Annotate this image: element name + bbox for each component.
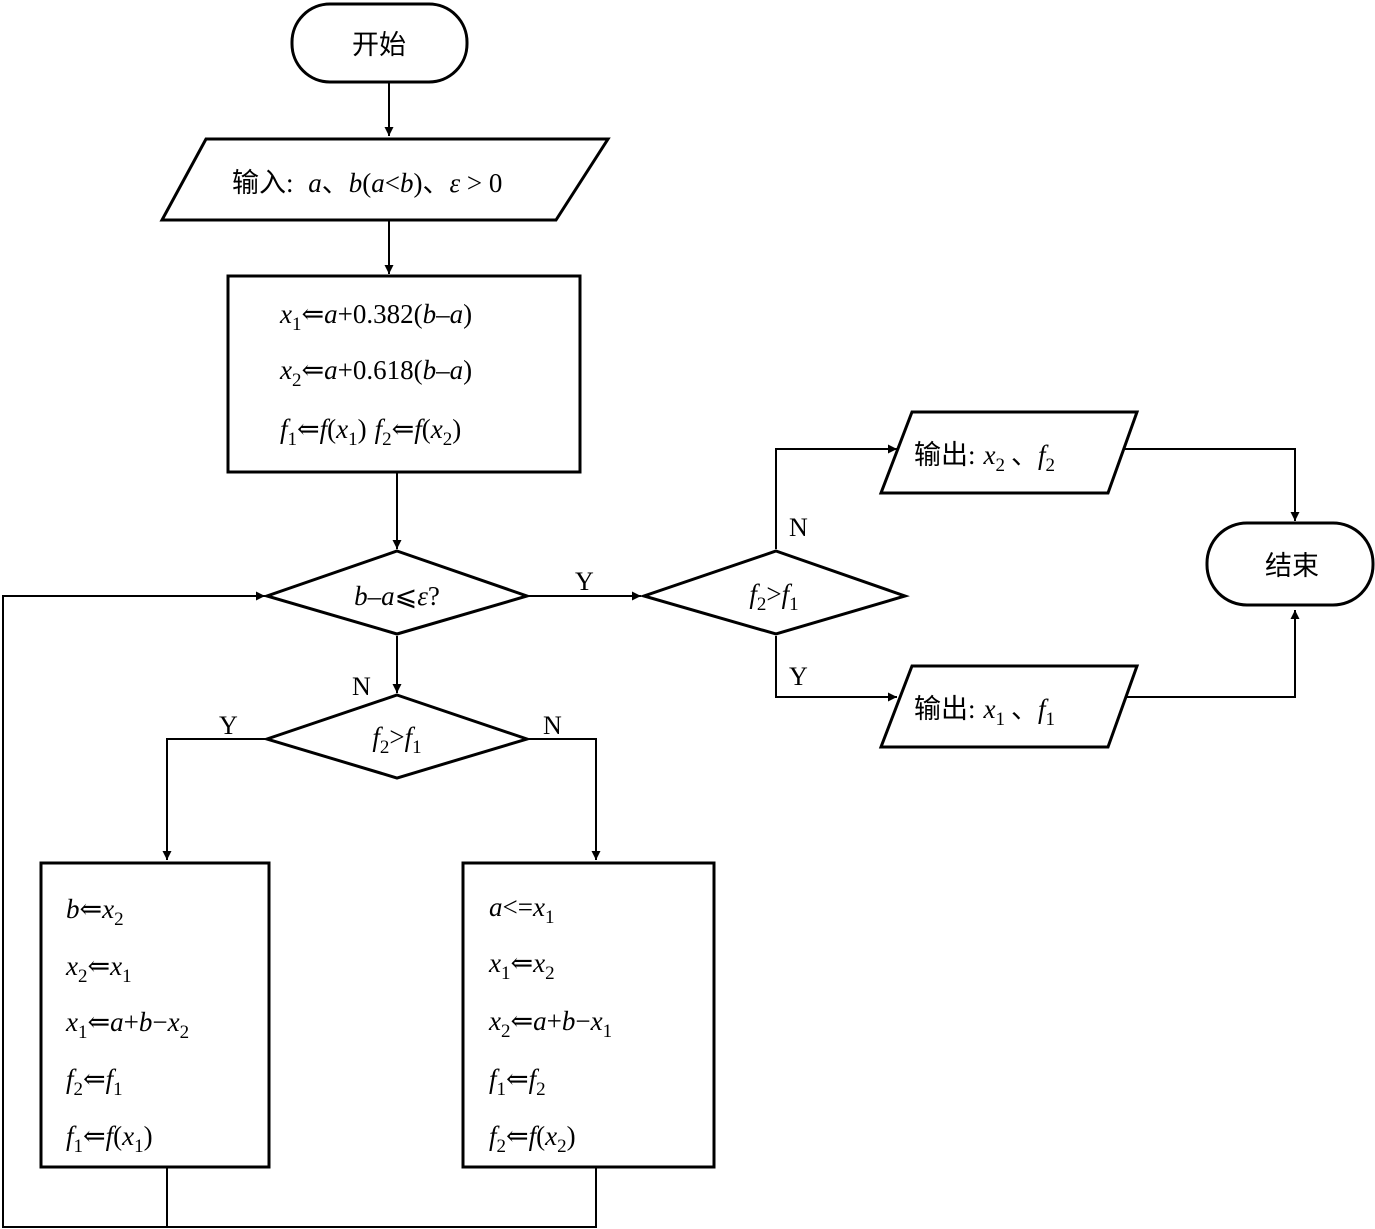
end-label: 结束 [1265,551,1319,581]
edge-output2-to-end [1120,448,1300,521]
left-update-line-3: x1⇐a+b−x2 [65,1007,189,1043]
edge-label-inner-no: N [543,711,562,740]
left-update-line-5: f1⇐f(x1) [66,1121,153,1157]
output-x1-box [878,664,1140,749]
right-update-line-3: x2⇐a+b−x1 [488,1006,612,1042]
edge-outer-no [775,444,897,549]
input-box [159,137,611,222]
output-x1-label: 输出:x1、f1 [914,694,1055,730]
edge-right-box-join [167,1168,597,1228]
output-x2-label: 输出:x2、f2 [914,440,1055,476]
right-update-line-2: x1⇐x2 [488,948,555,984]
compare-outer-label: f2>f1 [749,579,798,615]
edge-inner-no [527,738,601,860]
right-update-line-5: f2⇐f(x2) [489,1121,576,1157]
check-eps-label: b–a⩽ε? [354,581,440,611]
right-update-box [461,861,716,1169]
edge-inner-yes [162,738,267,860]
init-line-x1: x1⇐a+0.382(b–a) [279,299,472,335]
compare-outer-decision [638,549,910,636]
init-line-x2: x2⇐a+0.618(b–a) [279,355,472,391]
left-update-line-4: f2⇐f1 [66,1064,123,1100]
edge-label-outer-yes: Y [789,662,808,691]
edge-loop-back [2,591,265,1228]
end-terminal [1205,521,1375,607]
compare-inner-label: f2>f1 [372,722,421,758]
left-update-line-2: x2⇐x1 [65,951,132,987]
edge-outer-yes [775,636,897,702]
edge-label-inner-yes: Y [219,711,238,740]
left-update-line-1: b⇐x2 [66,894,124,930]
left-update-box [39,861,271,1169]
compare-inner-decision [262,693,532,780]
input-label: 输入: a、b(a<b)、ε > 0 [232,168,502,198]
right-update-line-1: a<=x1 [489,892,554,928]
init-line-f: f1⇐f(x1)f2⇐f(x2) [280,414,461,450]
edge-output1-to-end [1120,610,1300,698]
check-eps-decision [262,549,532,636]
output-x2-box [878,410,1140,495]
edge-label-eps-no: N [352,672,371,701]
right-update-line-4: f1⇐f2 [489,1064,546,1100]
start-label: 开始 [352,30,406,60]
start-terminal [290,2,469,84]
init-box [226,274,582,474]
edge-label-outer-no: N [789,513,808,542]
edge-label-eps-yes: Y [575,567,594,596]
